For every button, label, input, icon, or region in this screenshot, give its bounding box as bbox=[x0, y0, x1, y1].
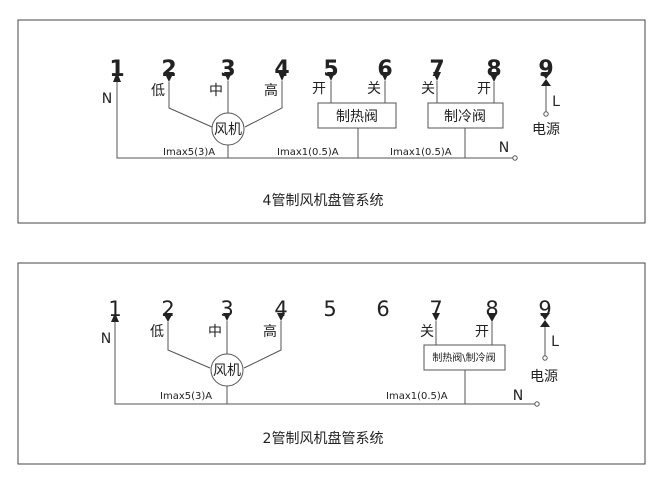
n-right-label: N bbox=[513, 388, 523, 404]
terminal-3-marker bbox=[223, 313, 231, 321]
terminal-9-marker-top bbox=[540, 313, 550, 320]
terminal-9-marker-bottom bbox=[540, 320, 550, 327]
terminal-9: 9 bbox=[538, 57, 553, 82]
l-terminal-dot bbox=[543, 111, 549, 117]
power-label: 电源 bbox=[532, 122, 560, 138]
heat-open-label: 开 bbox=[312, 81, 326, 97]
fan-motor bbox=[210, 353, 244, 387]
neutral-wire bbox=[116, 82, 513, 159]
fan-high-wire bbox=[243, 321, 282, 369]
terminal-8-marker bbox=[489, 72, 499, 82]
terminal-5-marker bbox=[327, 72, 335, 81]
terminal-1: 1 bbox=[109, 57, 124, 82]
terminal-2: 2 bbox=[161, 57, 176, 82]
fan-rating: Imax5(3)A bbox=[160, 391, 212, 402]
valve-rating: Imax1(0.5)A bbox=[386, 391, 448, 402]
fan-rating: Imax5(3)A bbox=[163, 147, 215, 158]
fan-mid-label: 中 bbox=[208, 324, 222, 340]
terminal-2-marker bbox=[164, 72, 174, 82]
cool-valve-label: 制冷阀 bbox=[444, 109, 486, 125]
caption-4pipe: 4管制风机盘管系统 bbox=[263, 192, 384, 209]
terminal-7: 7 bbox=[429, 57, 444, 82]
terminal-5: 5 bbox=[323, 297, 336, 321]
terminal-5: 5 bbox=[323, 57, 338, 82]
n-terminal-dot bbox=[534, 401, 540, 407]
panel-4pipe-frame bbox=[17, 19, 646, 224]
n-terminal-dot bbox=[512, 155, 518, 161]
terminal-7-marker bbox=[433, 72, 441, 81]
terminal-6-marker bbox=[381, 72, 389, 81]
heat-rating: Imax1(0.5)A bbox=[277, 147, 339, 158]
n-left-label: N bbox=[101, 331, 111, 347]
terminal-4: 4 bbox=[274, 57, 289, 82]
terminal-1-marker bbox=[113, 72, 121, 82]
terminal-9-marker-top bbox=[541, 72, 551, 79]
fan-label: 风机 bbox=[214, 122, 242, 138]
cool-valve-box bbox=[427, 102, 504, 129]
heat-valve-label: 制热阀 bbox=[336, 109, 378, 125]
terminal-7-marker bbox=[432, 313, 440, 321]
valve-close-label: 关 bbox=[420, 324, 434, 340]
fan-high-wire bbox=[244, 81, 283, 128]
terminal-3: 3 bbox=[220, 57, 235, 82]
terminal-2-marker bbox=[163, 313, 173, 322]
combined-valve-label: 制热阀\制冷阀 bbox=[432, 351, 495, 364]
fan-low-wire bbox=[167, 322, 211, 369]
l-label: L bbox=[552, 94, 560, 110]
terminal-8: 8 bbox=[486, 57, 501, 82]
cool-rating: Imax1(0.5)A bbox=[390, 147, 452, 158]
terminal-4: 4 bbox=[274, 297, 287, 321]
terminal-1-marker bbox=[111, 313, 119, 322]
valve-open-label: 开 bbox=[475, 324, 489, 340]
heat-close-label: 关 bbox=[367, 81, 381, 97]
fan-high-label: 高 bbox=[264, 82, 278, 99]
terminal-8-marker bbox=[487, 313, 497, 322]
terminal-6: 6 bbox=[377, 57, 392, 82]
l-label: L bbox=[551, 334, 559, 350]
terminal-6: 6 bbox=[376, 297, 389, 321]
n-left-label: N bbox=[102, 91, 112, 107]
fan-high-label: 高 bbox=[263, 323, 277, 340]
terminal-4-marker bbox=[278, 72, 286, 81]
terminal-3-marker bbox=[224, 72, 232, 81]
terminal-9-marker-bottom bbox=[541, 79, 551, 86]
caption-2pipe: 2管制风机盘管系统 bbox=[263, 430, 384, 447]
fan-low-label: 低 bbox=[150, 324, 164, 340]
terminal-4-marker bbox=[277, 313, 285, 321]
power-label: 电源 bbox=[530, 369, 558, 385]
fan-low-label: 低 bbox=[151, 83, 165, 99]
heat-valve-box bbox=[317, 102, 397, 129]
terminal-7: 7 bbox=[429, 297, 442, 321]
cool-open-label: 开 bbox=[477, 81, 491, 97]
terminal-3: 3 bbox=[220, 297, 233, 321]
panel-2pipe-frame bbox=[17, 262, 646, 465]
terminal-1: 1 bbox=[108, 297, 121, 321]
fan-motor bbox=[211, 112, 245, 146]
n-right-label: N bbox=[499, 140, 509, 156]
l-terminal-dot bbox=[542, 355, 548, 361]
combined-valve-box bbox=[423, 344, 506, 371]
fan-mid-label: 中 bbox=[209, 83, 223, 99]
fan-label: 风机 bbox=[213, 363, 241, 379]
fan-low-wire bbox=[168, 82, 213, 128]
cool-close-label: 关 bbox=[421, 81, 435, 97]
neutral-wire bbox=[114, 322, 535, 405]
